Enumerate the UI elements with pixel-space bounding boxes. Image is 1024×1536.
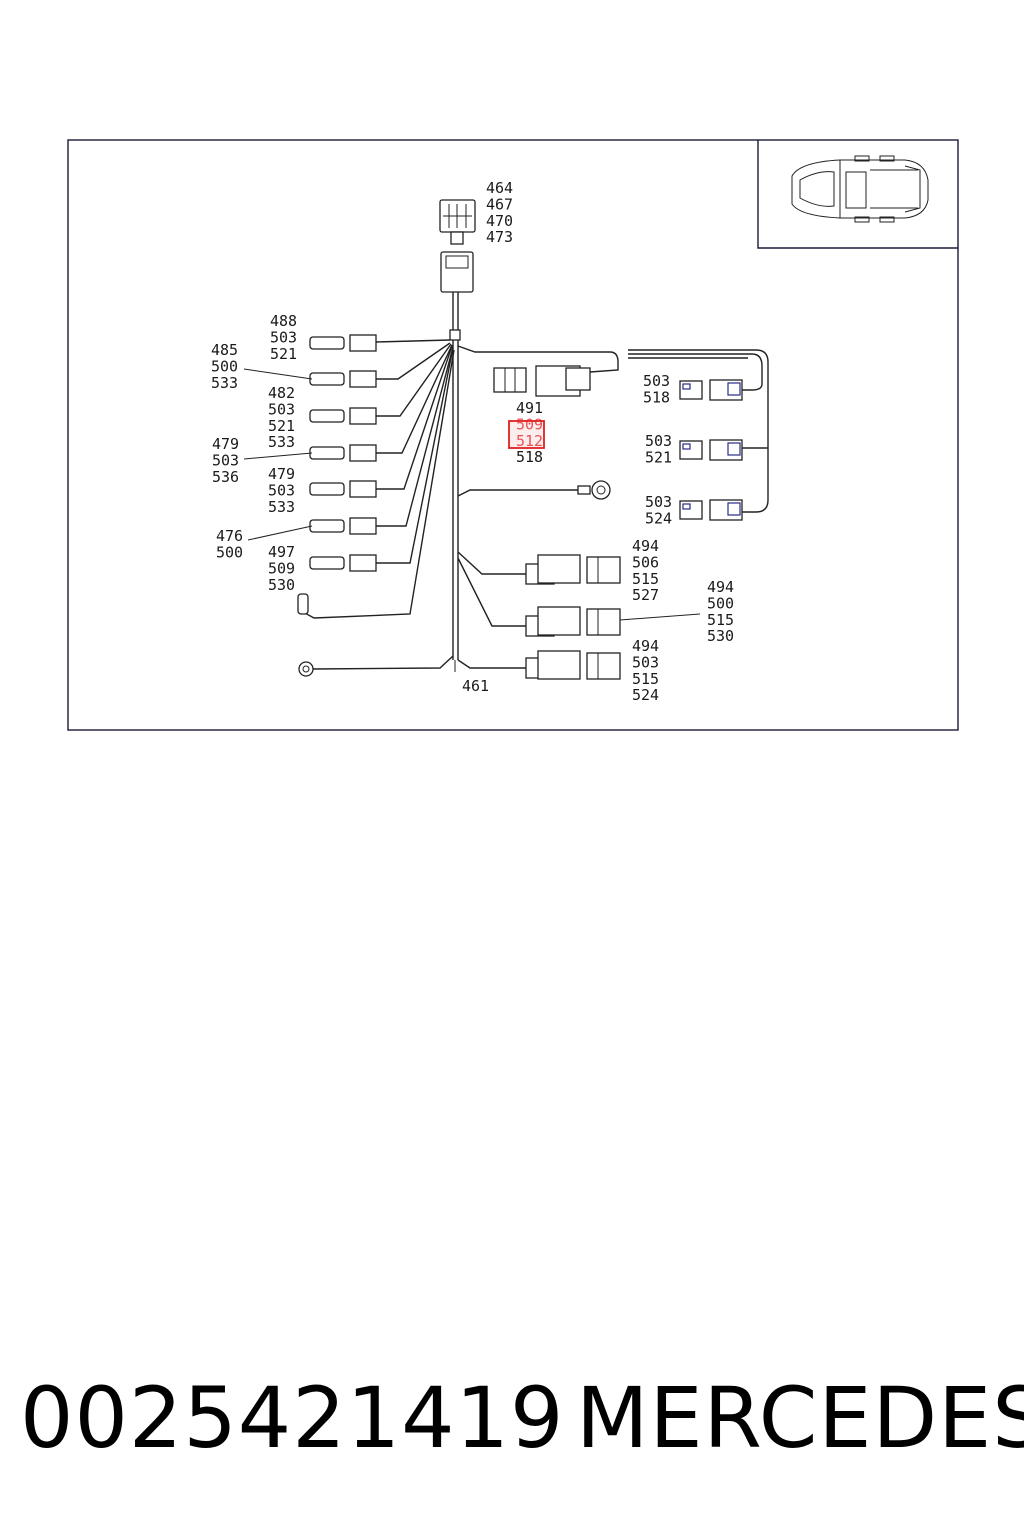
left-4-value-3: 536 xyxy=(212,468,239,486)
right-connector-1 xyxy=(679,379,743,401)
leader-lines xyxy=(243,368,701,621)
left-1-value-2: 503 xyxy=(270,328,297,346)
lower-module-1 xyxy=(525,554,621,585)
lower-3-value-4: 524 xyxy=(632,686,659,704)
lower-1-value-1: 494 xyxy=(632,537,659,555)
lower-1-value-4: 527 xyxy=(632,586,659,604)
center-group-value-1: 491 xyxy=(516,399,543,417)
left-2-value-2: 500 xyxy=(211,357,238,375)
main-connector xyxy=(439,199,476,293)
top-connector-value-2: 467 xyxy=(486,195,513,213)
right-2-value-2: 521 xyxy=(645,448,672,466)
left-5-value-1: 479 xyxy=(268,465,295,483)
left-connector-5 xyxy=(309,345,453,498)
left-7-value-1: 497 xyxy=(268,543,295,561)
ground-strap xyxy=(297,349,455,619)
left-3-value-4: 533 xyxy=(268,433,295,451)
left-1-value-3: 521 xyxy=(270,345,297,363)
right-3-value-2: 524 xyxy=(645,509,672,527)
left-5-value-3: 533 xyxy=(268,498,295,516)
left-connector-1 xyxy=(309,334,451,352)
right-1-value-2: 518 xyxy=(643,388,670,406)
left-connector-6 xyxy=(309,346,454,535)
left-4-value-1: 479 xyxy=(212,435,239,453)
left-connector-2 xyxy=(309,342,451,388)
left-2-value-1: 485 xyxy=(211,341,238,359)
brand-name: MERCEDES xyxy=(576,1369,1024,1467)
lower-2-value-3: 515 xyxy=(707,611,734,629)
lower-module-group xyxy=(457,551,621,680)
center-group-value-3: 512 xyxy=(516,432,543,450)
left-6-value-2: 500 xyxy=(216,543,243,561)
trunk-splice xyxy=(449,329,461,341)
footer: 0025421419 MERCEDES xyxy=(0,1368,1024,1468)
right-connector-3 xyxy=(679,499,743,521)
left-3-value-3: 521 xyxy=(268,417,295,435)
right-connector-2 xyxy=(679,439,743,461)
top-connector-value-1: 464 xyxy=(486,179,513,197)
lower-module-2 xyxy=(525,606,621,637)
left-3-value-2: 503 xyxy=(268,400,295,418)
diagram-frame xyxy=(67,139,959,731)
center-group-value-2: 509 xyxy=(516,415,543,433)
left-4-value-2: 503 xyxy=(212,451,239,469)
lower-1-value-3: 515 xyxy=(632,570,659,588)
lower-3-value-3: 515 xyxy=(632,670,659,688)
left-connector-7 xyxy=(309,347,454,572)
center-group-value-4: 518 xyxy=(516,448,543,466)
left-sensor-branch xyxy=(297,334,455,619)
right-3-value-1: 503 xyxy=(645,493,672,511)
right-1-value-1: 503 xyxy=(643,372,670,390)
left-2-value-3: 533 xyxy=(211,374,238,392)
car-top-view-icon xyxy=(791,155,929,223)
lower-2-value-1: 494 xyxy=(707,578,734,596)
part-number: 0025421419 xyxy=(20,1369,565,1467)
highlight-box xyxy=(508,420,545,449)
lower-1-value-2: 506 xyxy=(632,553,659,571)
vehicle-location-inset xyxy=(757,140,958,249)
lower-3-value-2: 503 xyxy=(632,653,659,671)
left-connector-3 xyxy=(309,343,452,425)
left-6-value-1: 476 xyxy=(216,527,243,545)
left-7-value-2: 509 xyxy=(268,559,295,577)
left-1-value-1: 488 xyxy=(270,312,297,330)
lower-module-3 xyxy=(525,650,621,680)
left-3-value-1: 482 xyxy=(268,384,295,402)
right-module-group xyxy=(628,349,769,521)
top-connector-value-4: 473 xyxy=(486,228,513,246)
left-connector-4 xyxy=(309,344,453,462)
lower-3-value-1: 494 xyxy=(632,637,659,655)
label-bottom: 461 xyxy=(462,677,489,695)
ring-terminal-right xyxy=(457,480,611,500)
left-7-value-3: 530 xyxy=(268,576,295,594)
right-2-value-1: 503 xyxy=(645,432,672,450)
top-connector-value-3: 470 xyxy=(486,212,513,230)
lower-2-value-4: 530 xyxy=(707,627,734,645)
ring-terminal-bottom xyxy=(298,655,454,677)
lower-2-value-2: 500 xyxy=(707,594,734,612)
left-5-value-2: 503 xyxy=(268,481,295,499)
center-module xyxy=(457,345,619,397)
